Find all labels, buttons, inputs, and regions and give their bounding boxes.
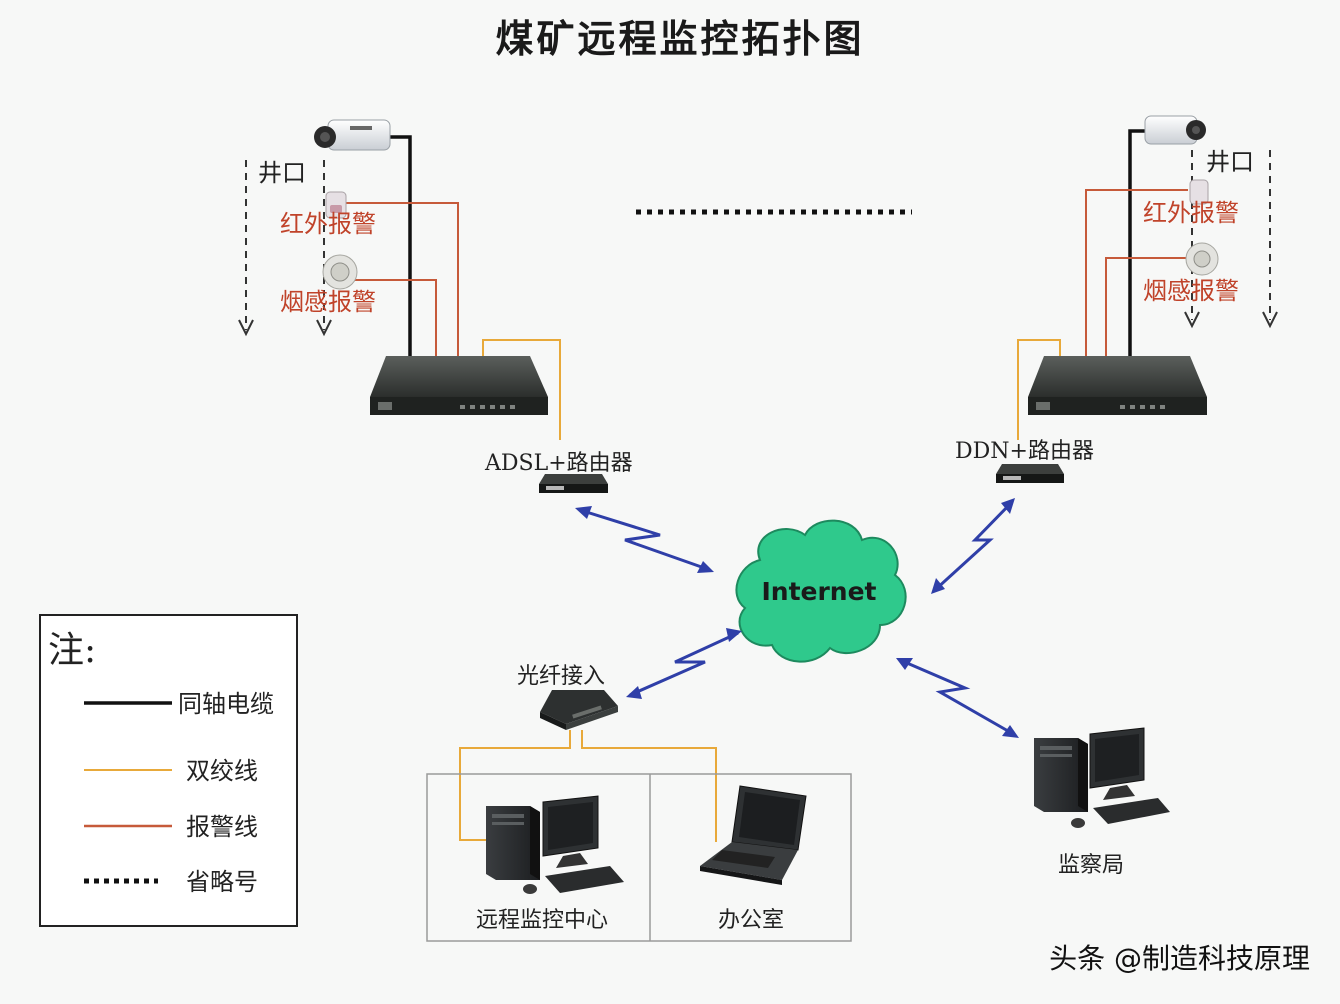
infrared-alarm-label: 红外报警 xyxy=(1143,199,1239,227)
video-server-icon xyxy=(370,356,548,415)
legend: 注: 同轴电缆 双绞线 报警线 省略号 xyxy=(39,614,298,927)
desktop-computer-icon xyxy=(486,795,624,894)
router-icon xyxy=(539,474,608,493)
legend-item-label: 报警线 xyxy=(186,813,258,841)
arrow-head-icon xyxy=(1002,725,1019,738)
shaft-label: 井口 xyxy=(258,159,306,187)
router-icon xyxy=(996,464,1064,483)
twisted-pair-line xyxy=(482,339,561,440)
legend-item-label: 省略号 xyxy=(186,868,258,896)
coax-cable-line xyxy=(390,135,412,358)
arrow-head-icon xyxy=(626,686,642,699)
legend-item-label: 双绞线 xyxy=(186,757,258,785)
infrared-sensor-icon xyxy=(1189,179,1209,205)
alarm-line xyxy=(1105,257,1192,358)
fiber-access-label: 光纤接入 xyxy=(517,664,605,689)
arrow-head-icon xyxy=(931,578,945,594)
shaft-label: 井口 xyxy=(1206,148,1254,176)
infrared-alarm-label: 红外报警 xyxy=(280,210,376,238)
arrow-head-icon xyxy=(726,628,742,642)
smoke-alarm-label: 烟感报警 xyxy=(1143,277,1239,305)
coax-cable-line xyxy=(1128,129,1145,358)
down-arrow-icon xyxy=(238,319,254,337)
monitor-center-label: 远程监控中心 xyxy=(476,908,608,933)
site-right: 井口 红外报警 烟感报警 DDN+路由器 xyxy=(955,115,1278,483)
alarm-line xyxy=(340,202,459,358)
smoke-sensor-icon xyxy=(322,254,358,290)
legend-item-label: 同轴电缆 xyxy=(178,690,274,718)
adsl-router-label: ADSL+路由器 xyxy=(484,451,633,476)
smoke-alarm-label: 烟感报警 xyxy=(280,288,376,316)
ddn-router-label: DDN+路由器 xyxy=(955,439,1094,464)
down-arrow-icon xyxy=(1262,311,1278,329)
site-left: 井口 红外报警 烟感报警 ADSL+路由器 xyxy=(238,119,633,493)
link-adsl-internet xyxy=(579,508,711,572)
camera-icon xyxy=(1144,115,1206,145)
arrow-head-icon xyxy=(697,561,714,573)
page-title: 煤矿远程监控拓扑图 xyxy=(495,16,864,61)
alarm-line xyxy=(336,279,437,358)
video-server-icon xyxy=(1028,356,1207,415)
internet-cloud: Internet xyxy=(735,519,907,663)
internet-label: Internet xyxy=(761,577,876,606)
arrow-head-icon xyxy=(896,658,913,670)
alarm-line xyxy=(1085,189,1188,358)
arrow-head-icon xyxy=(575,506,592,519)
link-ddn-internet xyxy=(933,500,1014,592)
local-network-box: 远程监控中心 办公室 xyxy=(426,773,852,942)
camera-icon xyxy=(314,119,391,151)
twisted-pair-line xyxy=(459,730,571,841)
twisted-pair-line xyxy=(581,730,717,842)
arrow-head-icon xyxy=(1001,498,1015,514)
network-links xyxy=(575,498,1019,738)
desktop-computer-icon xyxy=(1034,727,1170,828)
infrared-sensor-icon xyxy=(325,191,347,219)
laptop-icon xyxy=(700,785,807,885)
link-supervision-internet xyxy=(899,658,1016,737)
down-arrow-icon xyxy=(1184,311,1200,329)
link-fiber-internet xyxy=(629,631,739,697)
fiber-access: 光纤接入 xyxy=(459,664,717,842)
down-arrow-icon xyxy=(316,319,332,337)
smoke-sensor-icon xyxy=(1185,242,1219,276)
watermark: 头条 @制造科技原理 xyxy=(1049,942,1310,975)
twisted-pair-line xyxy=(1017,339,1061,440)
fiber-modem-icon xyxy=(540,690,618,730)
supervision-bureau-label: 监察局 xyxy=(1058,853,1124,878)
supervision-bureau: 监察局 xyxy=(1034,727,1170,878)
legend-title: 注: xyxy=(48,630,96,671)
office-label: 办公室 xyxy=(718,908,784,933)
